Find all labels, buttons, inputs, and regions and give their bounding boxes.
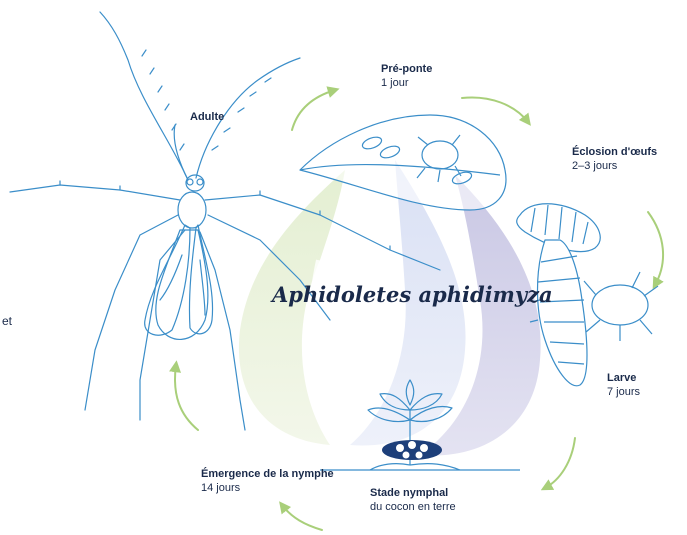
stage-duration-preponte: 1 jour [381,76,432,90]
stage-title-adulte: Adulte [190,110,224,124]
insect-adult-illustration [10,12,440,430]
stage-duration-larve: 7 jours [607,385,640,399]
stage-label-eclosion: Éclosion d'œufs 2–3 jours [572,145,657,173]
stage-duration-nymphal: du cocon en terre [370,500,456,514]
stage-title-nymphal: Stade nymphal [370,486,456,500]
stage-label-larve: Larve 7 jours [607,371,640,399]
species-name: Aphidoletes aphidimyza [272,282,553,307]
stage-title-eclosion: Éclosion d'œufs [572,145,657,159]
stage-label-preponte: Pré-ponte 1 jour [381,62,432,90]
stage-title-emergence: Émergence de la nymphe [201,467,334,481]
cycle-arrow-icon [175,365,198,430]
cycle-arrow-icon [292,90,335,130]
left-text-fragment: et [2,314,12,328]
cycle-arrow-icon [648,212,663,285]
stage-duration-eclosion: 2–3 jours [572,159,657,173]
cycle-arrow-icon [282,505,322,530]
stage-duration-emergence: 14 jours [201,481,334,495]
stage-label-emergence: Émergence de la nymphe 14 jours [201,467,334,495]
background-leaves [239,160,541,456]
stage-label-adulte: Adulte [190,110,224,124]
cycle-arrow-icon [545,438,575,488]
cycle-arrow-icon [462,97,528,122]
leaf-green [239,170,345,445]
stage-title-preponte: Pré-ponte [381,62,432,76]
stage-label-nymphal: Stade nymphal du cocon en terre [370,486,456,514]
stage-title-larve: Larve [607,371,640,385]
